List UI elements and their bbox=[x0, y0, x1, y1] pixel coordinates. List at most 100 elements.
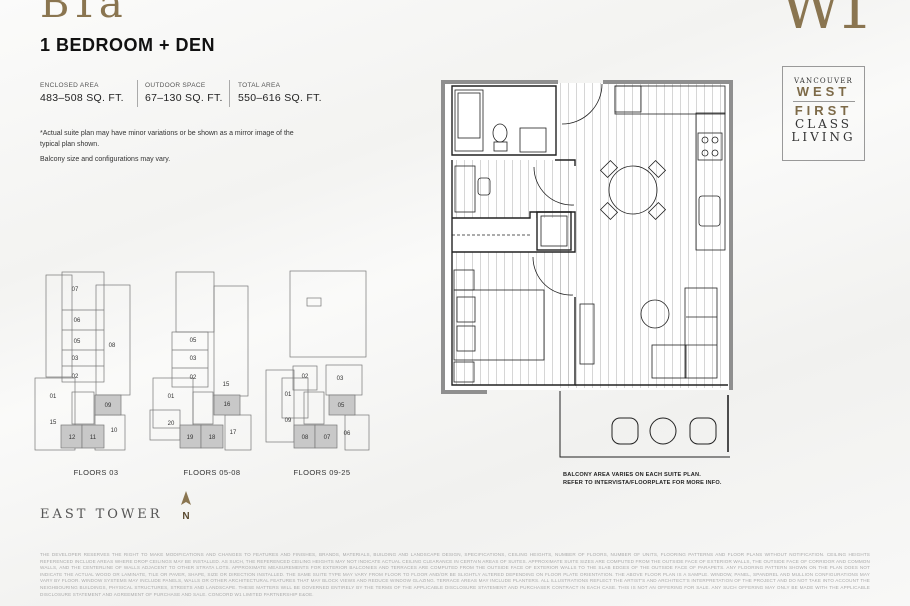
unit-label: 03 bbox=[190, 356, 197, 362]
keyplan-unit-16-highlight bbox=[213, 394, 241, 416]
unit-label: 15 bbox=[50, 420, 57, 426]
brand-line-class: CLASS bbox=[794, 117, 853, 131]
enclosed-area: ENCLOSED AREA 483–508 SQ. FT. bbox=[40, 82, 124, 104]
unit-label: 01 bbox=[50, 394, 57, 400]
keyplan-label-floors-09-25: FLOORS 09-25 bbox=[294, 468, 351, 477]
unit-label: 08 bbox=[109, 343, 116, 349]
unit-label: 02 bbox=[190, 375, 197, 381]
sofa-chaise-icon bbox=[651, 344, 687, 379]
chair-icon bbox=[477, 177, 491, 196]
interior-walls bbox=[451, 85, 728, 386]
unit-label: 01 bbox=[168, 394, 175, 400]
unit-label: 03 bbox=[337, 376, 344, 382]
balcony-chair-icon bbox=[611, 417, 639, 445]
unit-label: 05 bbox=[74, 339, 81, 345]
total-area-label: TOTAL AREA bbox=[238, 82, 281, 89]
nightstand-icon bbox=[453, 269, 475, 291]
total-area: TOTAL AREA 550–616 SQ. FT. bbox=[238, 82, 322, 104]
unit-label: 20 bbox=[168, 421, 175, 427]
north-arrow-icon: N bbox=[181, 491, 191, 522]
unit-label: 12 bbox=[69, 435, 76, 441]
brand-divider bbox=[792, 101, 855, 102]
fridge-icon bbox=[614, 85, 642, 113]
tower-label: EAST TOWER bbox=[40, 507, 163, 522]
living-floor bbox=[556, 83, 726, 388]
brand-line-vancouver: VANCOUVER bbox=[794, 77, 853, 85]
unit-label: 07 bbox=[72, 287, 79, 293]
entry-door-swing bbox=[561, 83, 603, 125]
keyplan-unit-11-highlight bbox=[81, 424, 105, 449]
unit-label: 11 bbox=[90, 435, 97, 441]
balcony-note-line: BALCONY AREA VARIES ON EACH SUITE PLAN. bbox=[563, 472, 702, 478]
exterior-walls bbox=[441, 80, 733, 394]
keyplan-unit-09-highlight bbox=[94, 394, 122, 416]
nightstand-icon bbox=[453, 361, 475, 383]
keyplan-label-floors-05-08: FLOORS 05-08 bbox=[184, 468, 241, 477]
bedroom-floor bbox=[452, 252, 574, 385]
suite-type-title: 1 BEDROOM + DEN bbox=[40, 35, 216, 55]
balcony-chair-icon bbox=[689, 417, 717, 445]
north-label: N bbox=[182, 511, 189, 522]
w1-logo: W1 bbox=[780, 0, 874, 43]
brand-line-first: FIRST bbox=[794, 103, 853, 118]
kitchen-counter-side bbox=[695, 112, 726, 251]
den-floor bbox=[452, 160, 574, 218]
dining-chair-icon bbox=[647, 159, 667, 179]
enclosed-area-value: 483–508 SQ. FT. bbox=[40, 92, 124, 104]
unit-label: 06 bbox=[344, 431, 351, 437]
keyplan-unit-18-highlight bbox=[200, 424, 224, 449]
brand-line-living: LIVING bbox=[791, 130, 856, 144]
sofa-icon bbox=[684, 287, 718, 379]
coffee-table-icon bbox=[640, 299, 670, 329]
unit-label: 05 bbox=[190, 338, 197, 344]
den-door-swing bbox=[533, 166, 575, 206]
balcony bbox=[559, 391, 730, 458]
bedroom-door-swing bbox=[532, 256, 574, 296]
dining-table-icon bbox=[608, 165, 658, 215]
balcony-size-note: Balcony size and configurations may vary… bbox=[40, 156, 171, 163]
total-area-value: 550–616 SQ. FT. bbox=[238, 92, 322, 104]
unit-label: 02 bbox=[72, 374, 79, 380]
brand-box: VANCOUVER WEST FIRST CLASS LIVING bbox=[782, 66, 865, 161]
bed-icon bbox=[453, 289, 545, 361]
keyplan-label-floors-03: FLOORS 03 bbox=[74, 468, 119, 477]
divider bbox=[229, 80, 230, 107]
legal-disclaimer: THE DEVELOPER RESERVES THE RIGHT TO MAKE… bbox=[40, 552, 870, 597]
unit-label: 18 bbox=[209, 435, 216, 441]
outdoor-space-label: OUTDOOR SPACE bbox=[145, 82, 206, 89]
kitchen-sink-icon bbox=[698, 195, 721, 227]
unit-label: 02 bbox=[302, 374, 309, 380]
unit-label: 06 bbox=[74, 318, 81, 324]
keyplan-unit-07-highlight bbox=[314, 424, 338, 449]
laundry-icon bbox=[540, 215, 568, 247]
balcony-note: BALCONY AREA VARIES ON EACH SUITE PLAN. … bbox=[563, 471, 722, 487]
balcony-table-icon bbox=[649, 417, 677, 445]
suite-code: B1a bbox=[40, 0, 125, 27]
unit-label: 07 bbox=[324, 435, 331, 441]
sink-icon bbox=[519, 127, 547, 153]
keyplan-unit-05-highlight bbox=[328, 394, 356, 416]
dining-chair-icon bbox=[599, 201, 619, 221]
dining-chair-icon bbox=[647, 201, 667, 221]
bathtub-icon bbox=[454, 89, 484, 152]
cooktop-icon bbox=[697, 132, 723, 161]
enclosed-area-label: ENCLOSED AREA bbox=[40, 82, 99, 89]
unit-label: 15 bbox=[223, 382, 230, 388]
unit-label: 03 bbox=[72, 356, 79, 362]
unit-label: 09 bbox=[105, 403, 112, 409]
balcony-note-line: REFER TO INTERVISTA/FLOORPLATE FOR MORE … bbox=[563, 480, 722, 486]
unit-label: 09 bbox=[285, 418, 292, 424]
unit-label: 08 bbox=[302, 435, 309, 441]
divider bbox=[137, 80, 138, 107]
keyplan-floor-03 bbox=[34, 271, 131, 451]
unit-label: 19 bbox=[187, 435, 194, 441]
unit-label: 01 bbox=[285, 392, 292, 398]
outdoor-space: OUTDOOR SPACE 67–130 SQ. FT. bbox=[145, 82, 223, 104]
unit-label: 17 bbox=[230, 430, 237, 436]
unit-label: 16 bbox=[224, 402, 231, 408]
desk-icon bbox=[454, 165, 476, 213]
dining-chair-icon bbox=[599, 159, 619, 179]
unit-label: 05 bbox=[338, 403, 345, 409]
